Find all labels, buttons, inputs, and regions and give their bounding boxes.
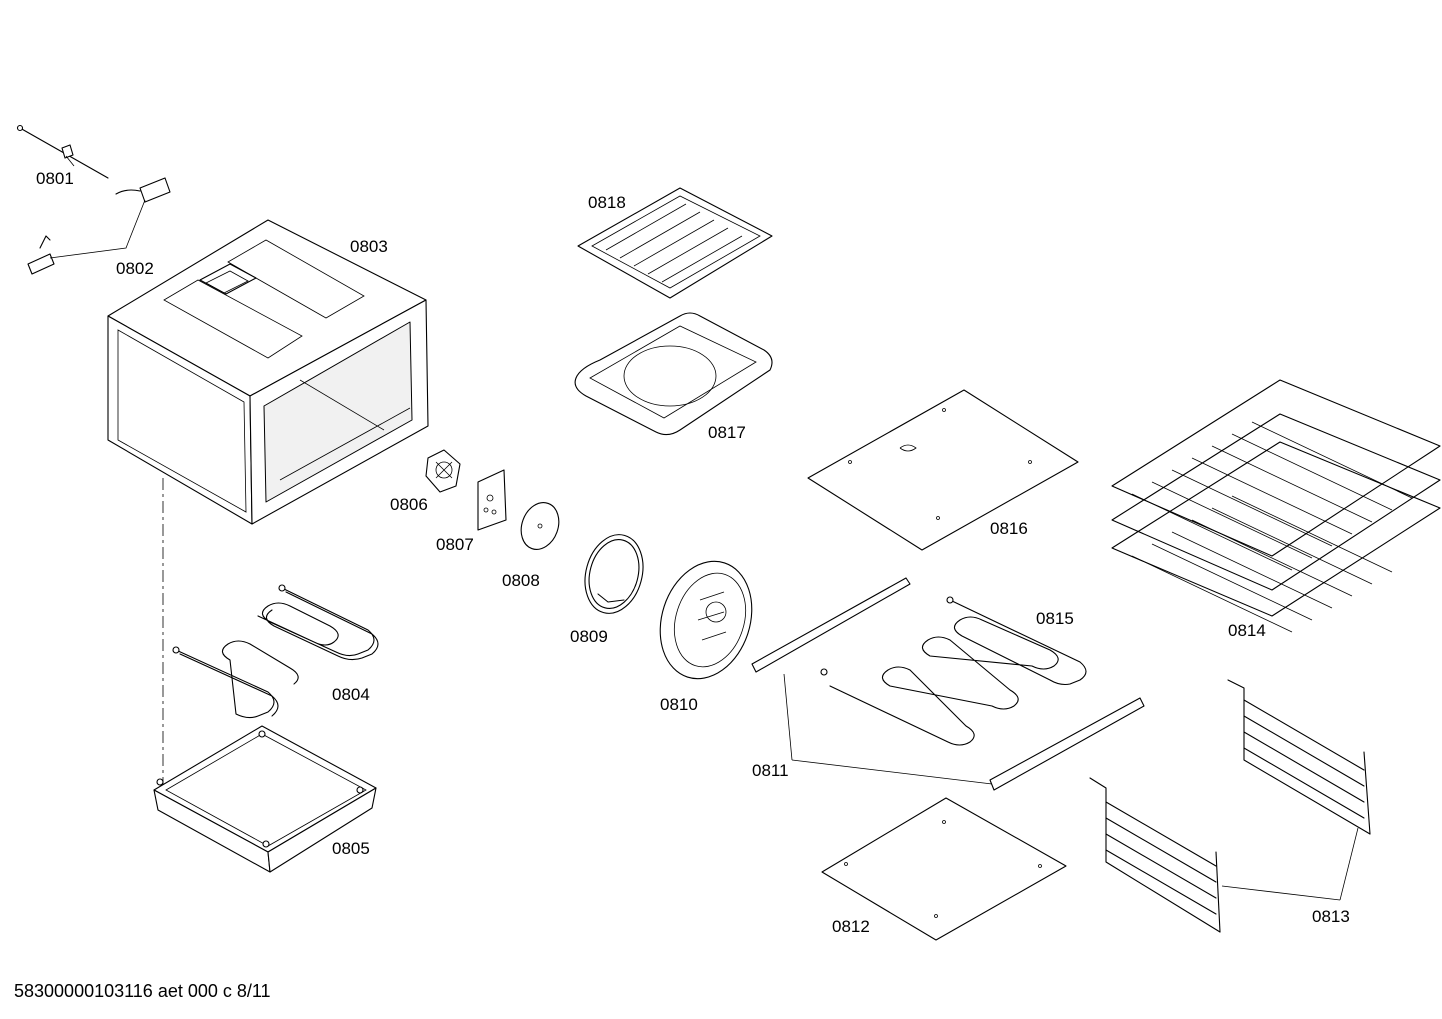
label-0806: 0806 [390,495,428,514]
label-0805: 0805 [332,839,370,858]
part-0808-fan-plate[interactable] [515,497,565,554]
part-0814-wire-racks[interactable] [1111,379,1441,633]
part-0806-fan-motor[interactable] [425,449,461,493]
label-0808: 0808 [502,571,540,590]
part-0804-heating-elements[interactable] [172,584,379,719]
part-0801-sensor-probe[interactable] [16,124,109,179]
label-0802: 0802 [116,259,154,278]
part-0802-connector[interactable] [27,177,171,275]
label-0816: 0816 [990,519,1028,538]
part-0811-side-rails[interactable] [751,577,1145,791]
part-0815-broil-element[interactable] [820,596,1087,746]
part-0816-top-panel[interactable] [807,389,1079,551]
label-0801: 0801 [36,169,74,188]
label-0815: 0815 [1036,609,1074,628]
label-0807: 0807 [436,535,474,554]
part-0803-oven-cavity[interactable] [107,219,429,525]
part-0812-flat-panel[interactable] [821,797,1067,941]
label-0811: 0811 [752,761,789,780]
drawing-reference-footer: 58300000103116 aet 000 c 8/11 [14,981,271,1001]
label-0809: 0809 [570,627,608,646]
label-0814: 0814 [1228,621,1266,640]
label-0804: 0804 [332,685,370,704]
label-0818: 0818 [588,193,626,212]
part-0818-broiler-grid[interactable] [577,187,773,299]
part-0810-fan-cover[interactable] [646,549,767,690]
part-0809-ring-element[interactable] [577,528,652,620]
label-0812: 0812 [832,917,870,936]
part-0805-bottom-tray[interactable] [153,725,377,873]
label-0810: 0810 [660,695,698,714]
part-0807-bracket[interactable] [477,469,507,531]
part-0817-roasting-pan[interactable] [574,312,773,436]
label-0817: 0817 [708,423,746,442]
label-0813: 0813 [1312,907,1350,926]
part-0813-ladder-racks[interactable] [1089,679,1371,933]
label-0803: 0803 [350,237,388,256]
